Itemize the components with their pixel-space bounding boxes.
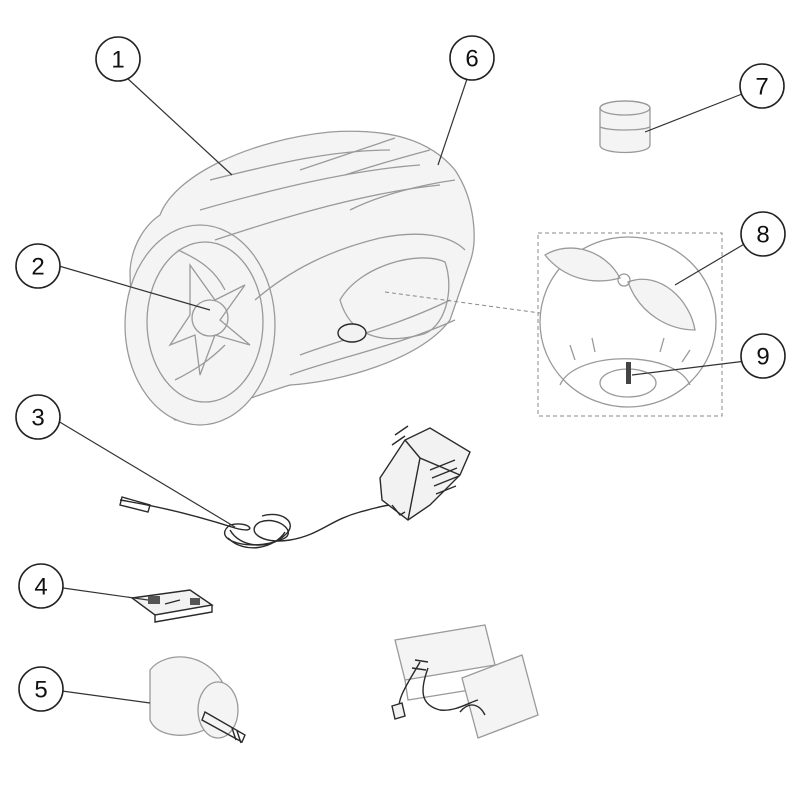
callout-5: 5 — [18, 666, 64, 712]
battery-pack — [391, 624, 539, 739]
callout-9: 9 — [740, 333, 786, 379]
propeller — [544, 247, 696, 331]
callout-2: 2 — [15, 243, 61, 289]
callout-1: 1 — [95, 36, 141, 82]
circuit-board — [130, 589, 214, 623]
callout-7: 7 — [739, 63, 785, 109]
callout-label: 9 — [756, 344, 769, 371]
callout-6: 6 — [449, 35, 495, 81]
callout-label: 8 — [756, 222, 769, 249]
callout-label: 1 — [111, 47, 124, 74]
motor — [149, 656, 246, 744]
fan-housing — [124, 130, 475, 426]
power-adapter — [119, 425, 471, 549]
callout-8: 8 — [740, 211, 786, 257]
callout-label: 6 — [465, 46, 478, 73]
front-impeller — [168, 249, 251, 381]
callout-label: 7 — [755, 74, 768, 101]
shaft-base — [559, 337, 691, 398]
callout-label: 5 — [34, 677, 47, 704]
callout-4: 4 — [18, 563, 64, 609]
callout-label: 2 — [31, 254, 44, 281]
callout-label: 3 — [31, 405, 44, 432]
detail-inset — [384, 232, 723, 417]
callout-label: 4 — [34, 574, 47, 601]
cap-part — [599, 100, 651, 154]
callout-3: 3 — [15, 394, 61, 440]
